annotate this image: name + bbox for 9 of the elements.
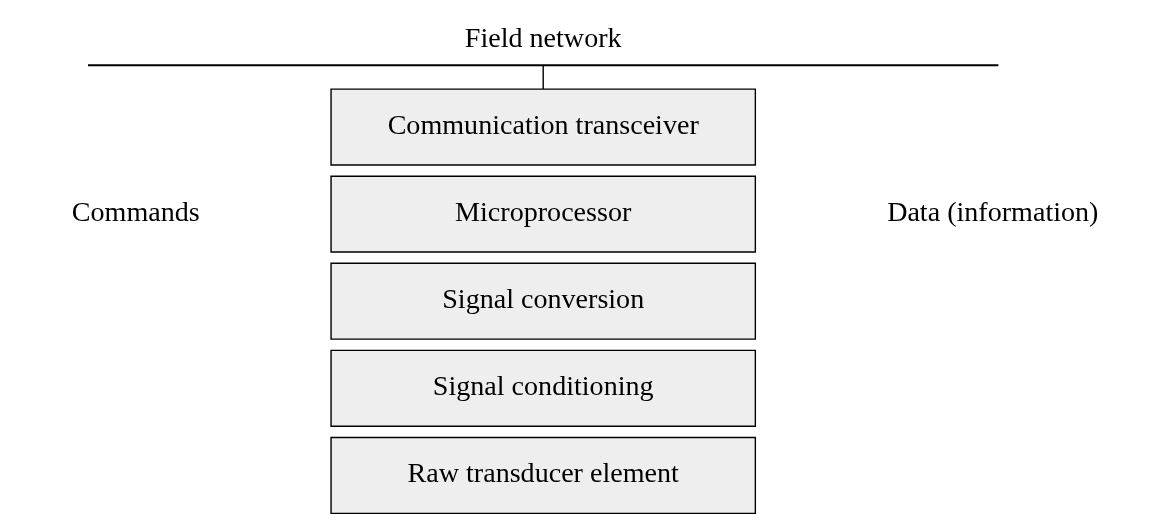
label: Data (information) — [886, 195, 1098, 227]
label: Commands — [71, 195, 200, 227]
node-box: Communication transceiver — [329, 87, 756, 166]
node-text: Field network — [464, 21, 622, 53]
connector — [542, 64, 544, 90]
node-box: Signal conditioning — [329, 349, 756, 427]
node-box: Raw transducer element — [329, 436, 756, 514]
node-box: Microprocessor — [329, 175, 756, 253]
node-box: Signal conversion — [329, 262, 756, 340]
